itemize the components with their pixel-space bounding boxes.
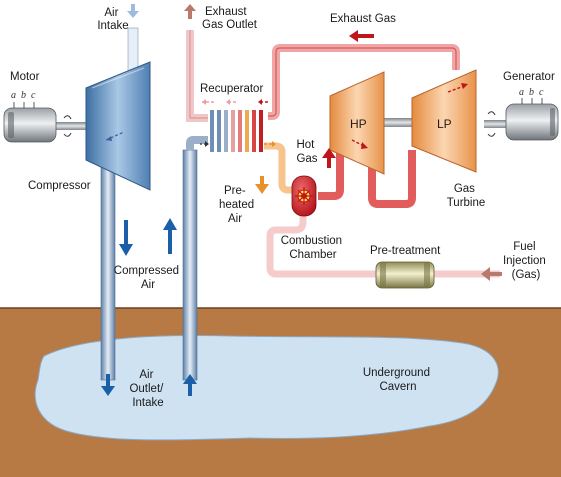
generator-rotation-icon [487, 111, 496, 137]
hot-gas-label: Hot Gas [296, 139, 317, 165]
compressed-air-down-arrow-icon [119, 220, 133, 256]
generator [505, 98, 559, 141]
air-intake-cavern-arrow-icon [183, 374, 197, 396]
hot-gas-pipe [318, 144, 344, 200]
pretreatment-label: Pre-treatment [370, 245, 441, 257]
preheated-air-label: Pre- heated Air [219, 185, 257, 225]
motor-label: Motor [10, 71, 40, 83]
turbine-shaft [384, 118, 414, 127]
preheated-air-arrow-icon [255, 176, 269, 194]
exhaust-gas-label: Exhaust Gas [330, 13, 396, 25]
generator-phase-labels: a b c [519, 87, 544, 98]
air-intake-pipe [127, 27, 139, 73]
pretreatment-unit [375, 261, 435, 289]
lp-label: LP [437, 117, 452, 131]
exhaust-gas-arrow-icon [349, 30, 374, 42]
compressed-air-label: Compressed Air [114, 265, 182, 291]
motor-shaft [56, 122, 86, 130]
air-outlet-arrow-icon [101, 374, 115, 396]
hp-turbine [329, 71, 385, 175]
recuperator [208, 108, 264, 154]
gas-turbine-label: Gas Turbine [447, 183, 486, 209]
motor-rotation-icon [63, 115, 72, 137]
compressor-label: Compressor [28, 180, 91, 192]
recuperator-flow-arrows [200, 99, 276, 147]
generator-shaft [484, 120, 508, 128]
air-intake-to-cavern-pipe [182, 149, 198, 381]
air-intake-label: Air Intake [97, 7, 128, 32]
exhaust-gas-outlet-pipe [186, 30, 212, 122]
underground-cavern-label: Underground Cavern [363, 367, 433, 393]
generator-label: Generator [503, 71, 555, 83]
air-intake-arrow-icon [127, 4, 139, 18]
compressor [85, 61, 151, 191]
underground-cavern [34, 335, 499, 441]
combustion-chamber [291, 175, 317, 217]
hot-gas-arrow-icon [322, 148, 336, 168]
motor-phase-labels: a b c [11, 90, 36, 101]
combustion-chamber-label: Combustion Chamber [281, 235, 346, 261]
hp-lp-crossover-pipe [368, 150, 416, 208]
fuel-injection-label: Fuel Injection (Gas) [503, 241, 549, 281]
recuperator-to-cavern-pipe [186, 136, 212, 150]
air-outlet-intake-label: Air Outlet/ Intake [129, 369, 166, 409]
recuperator-label: Recuperator [200, 83, 263, 95]
fuel-supply-pipe [266, 214, 382, 278]
exhaust-gas-outlet-label: Exhaust Gas Outlet [202, 6, 258, 31]
preheated-air-pipe [262, 142, 292, 194]
fuel-injection-arrow-icon [481, 267, 502, 281]
lp-turbine [411, 69, 477, 173]
motor [3, 102, 57, 143]
compressed-air-up-arrow-icon [163, 218, 177, 254]
exhaust-outlet-arrow-icon [184, 4, 196, 19]
hp-label: HP [350, 117, 367, 131]
